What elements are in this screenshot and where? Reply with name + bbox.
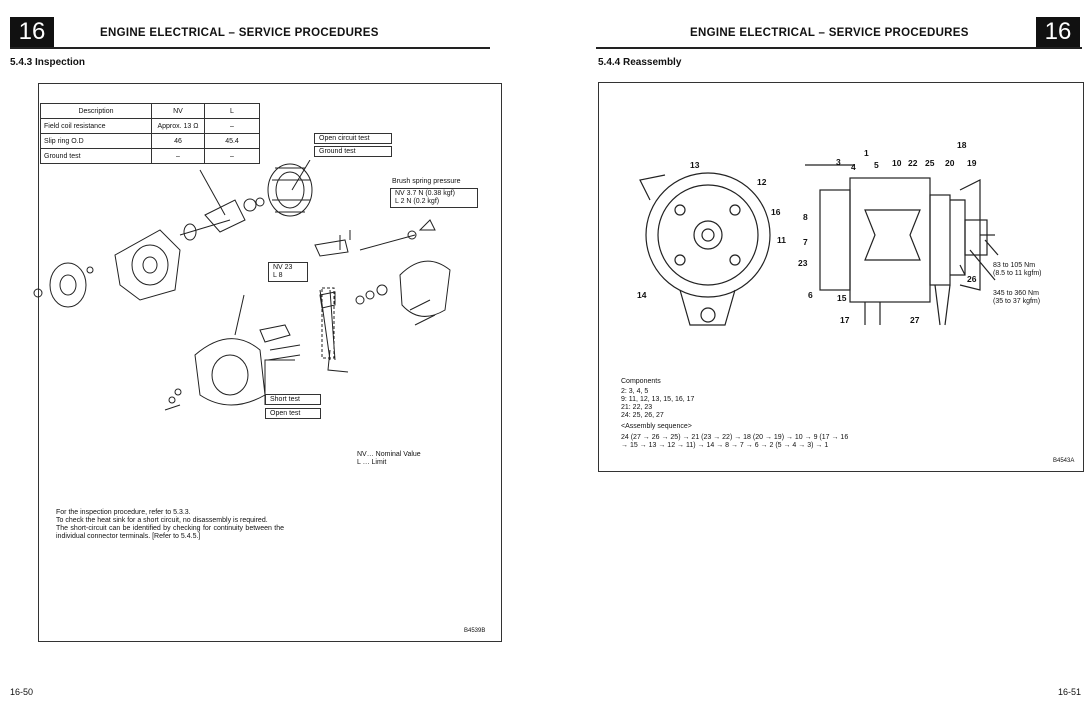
table-header-row: Description NV L (40, 103, 260, 119)
callout-open-circuit-test: Open circuit test (314, 133, 392, 144)
part-label: 5 (874, 160, 879, 170)
section-title: 5.4.4 Reassembly (598, 57, 682, 68)
torque-pulley-nut: 83 to 105 Nm (8.5 to 11 kgfm) (993, 262, 1042, 278)
torque-value-kgfm: (8.5 to 11 kgfm) (993, 270, 1042, 277)
page-number: 16-50 (10, 687, 34, 697)
part-label: 27 (910, 315, 920, 325)
header-rule (10, 47, 490, 49)
part-label: 1 (864, 148, 869, 158)
column-header: L (204, 103, 260, 119)
table-cell: – (204, 148, 260, 164)
spec-table: Description NV L Field coil resistance A… (40, 103, 260, 164)
part-label: 3 (836, 157, 841, 167)
table-row: Field coil resistance Approx. 13 Ω – (40, 118, 260, 134)
table-cell: – (204, 118, 260, 134)
assembly-sequence-line: → 15 → 13 → 12 → 11) → 14 → 8 → 7 → 6 → … (621, 442, 829, 449)
note-line: To check the heat sink for a short circu… (56, 517, 268, 524)
table-cell: Field coil resistance (40, 118, 152, 134)
part-label: 11 (777, 235, 786, 245)
part-label: 4 (851, 162, 856, 172)
brush-length-nv: NV 23 (273, 264, 293, 271)
header-rule (596, 47, 1082, 49)
part-label: 17 (840, 315, 850, 325)
component-group: 9: 11, 12, 13, 15, 16, 17 (621, 396, 695, 403)
part-label: 26 (967, 274, 977, 284)
note-line: The short-circuit can be identified by c… (56, 525, 284, 540)
inspection-notes: For the inspection procedure, refer to 5… (56, 509, 284, 541)
part-label: 6 (808, 290, 813, 300)
page-number: 16-51 (1058, 687, 1082, 697)
table-row: Ground test – – (40, 148, 260, 164)
assembly-sequence-line: 24 (27 → 26 → 25) → 21 (23 → 22) → 18 (2… (621, 434, 849, 441)
part-label: 18 (957, 140, 967, 150)
brush-spring-title: Brush spring pressure (392, 178, 461, 185)
part-label: 8 (803, 212, 808, 222)
part-label: 15 (837, 293, 847, 303)
note-line: For the inspection procedure, refer to 5… (56, 509, 191, 516)
figure-code: B4539B (464, 628, 486, 634)
part-label: 14 (637, 290, 647, 300)
part-label: 25 (925, 158, 935, 168)
reassembly-figure-frame (598, 82, 1084, 472)
callout-open-test: Open test (265, 408, 321, 419)
callout-ground-test: Ground test (314, 146, 392, 157)
part-label: 10 (892, 158, 902, 168)
part-label: 13 (690, 160, 700, 170)
page-header-title: ENGINE ELECTRICAL – SERVICE PROCEDURES (100, 27, 379, 39)
brush-spring-nv: NV 3.7 N (0.38 kgf) (395, 190, 455, 197)
brush-spring-values: NV 3.7 N (0.38 kgf) L 2 N (0.2 kgf) (390, 188, 478, 208)
inspection-figure-frame (38, 83, 502, 642)
section-number-badge: 16 (1036, 17, 1080, 47)
column-header: Description (40, 103, 152, 119)
part-label: 12 (757, 177, 767, 187)
table-cell: 45.4 (204, 133, 260, 149)
component-group: 21: 22, 23 (621, 404, 653, 411)
torque-value: 83 to 105 Nm (993, 262, 1036, 269)
component-group: 24: 25, 26, 27 (621, 412, 664, 419)
table-row: Slip ring O.D 46 45.4 (40, 133, 260, 149)
brush-length-values: NV 23 L 8 (268, 262, 308, 282)
torque-shaft-nut: 345 to 360 Nm (35 to 37 kgfm) (993, 290, 1040, 306)
table-cell: Approx. 13 Ω (151, 118, 205, 134)
part-label: 7 (803, 237, 808, 247)
component-group: 2: 3, 4, 5 (621, 388, 649, 395)
table-cell: 46 (151, 133, 205, 149)
page-header-title: ENGINE ELECTRICAL – SERVICE PROCEDURES (690, 27, 969, 39)
components-list: Components 2: 3, 4, 5 9: 11, 12, 13, 15,… (621, 378, 848, 450)
table-cell: Ground test (40, 148, 152, 164)
part-label: 16 (771, 207, 781, 217)
legend-l: L … Limit (357, 459, 387, 466)
section-title: 5.4.3 Inspection (10, 57, 86, 68)
part-label: 19 (967, 158, 977, 168)
legend: NV… Nominal Value L … Limit (357, 451, 421, 467)
part-label: 23 (798, 258, 808, 268)
torque-value-kgfm: (35 to 37 kgfm) (993, 298, 1041, 305)
part-label: 22 (908, 158, 918, 168)
brush-length-l: L 8 (273, 272, 283, 279)
assembly-sequence-title: <Assembly sequence> (621, 423, 692, 430)
torque-value: 345 to 360 Nm (993, 290, 1039, 297)
table-cell: Slip ring O.D (40, 133, 152, 149)
brush-spring-l: L 2 N (0.2 kgf) (395, 198, 440, 205)
column-header: NV (151, 103, 205, 119)
legend-nv: NV… Nominal Value (357, 451, 421, 458)
figure-code: B4543A (1053, 458, 1075, 464)
callout-short-test: Short test (265, 394, 321, 405)
alternator-assembly-drawing (639, 164, 999, 326)
exploded-alternator-drawing (33, 160, 451, 411)
section-number-badge: 16 (10, 17, 54, 47)
part-label: 20 (945, 158, 955, 168)
components-title: Components (621, 378, 661, 385)
